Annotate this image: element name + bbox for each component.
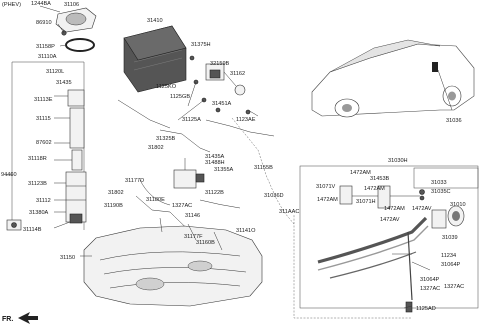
pump-seal-ring <box>65 38 95 52</box>
pump-cover-plate <box>39 5 97 33</box>
label-11234: 11234 <box>441 253 456 259</box>
label-31035C: 31035C <box>431 189 451 195</box>
label-31158P: 31158P <box>36 44 55 50</box>
label-1472AV-2: 1472AV <box>380 217 400 223</box>
label-31125A: 31125A <box>182 117 201 123</box>
leader-lines <box>53 23 431 309</box>
sender-unit <box>6 219 22 231</box>
label-31190B: 31190B <box>104 203 123 209</box>
label-31451A: 31451A <box>212 101 232 107</box>
label-31071H: 31071H <box>356 199 376 205</box>
label-31071V: 31071V <box>316 184 336 190</box>
label-31064P-right: 31064P <box>441 262 461 268</box>
label-31113E: 31113E <box>34 97 53 103</box>
label-1244BA: 1244BA <box>31 1 51 7</box>
label-31030H: 31030H <box>388 158 408 164</box>
label-1125AD: 1125AD <box>416 306 436 312</box>
filler-neck-assembly <box>317 205 465 301</box>
label-1327AC-center: 1327AC <box>420 286 440 292</box>
label-31110A: 31110A <box>38 54 57 60</box>
label-1125GB: 1125GB <box>170 94 190 100</box>
label-31033: 31033 <box>431 180 447 186</box>
label-31177F: 31177F <box>184 234 203 240</box>
label-87602: 87602 <box>36 140 52 146</box>
label-32159B: 32159B <box>210 61 230 67</box>
label-31410: 31410 <box>147 18 163 24</box>
label-31488H: 31488H <box>205 160 225 166</box>
label-31325B: 31325B <box>156 136 176 142</box>
label-31120L: 31120L <box>46 69 64 75</box>
label-311AAC: 311AAC <box>279 209 299 215</box>
label-31435: 31435 <box>56 80 72 86</box>
canister-valve <box>205 63 246 96</box>
label-86910: 86910 <box>36 20 52 26</box>
label-1125KO: 1125KO <box>156 84 177 90</box>
label-31155B: 31155B <box>254 165 273 171</box>
inset-box-marker <box>413 167 479 189</box>
canister <box>123 25 187 93</box>
label-31146: 31146 <box>185 213 200 219</box>
label-31106: 31106 <box>64 2 79 8</box>
bolts-cluster <box>189 55 251 115</box>
label-31118R: 31118R <box>28 156 47 162</box>
label-31010: 31010 <box>450 202 466 208</box>
label-31435A: 31435A <box>205 154 225 160</box>
label-31355A: 31355A <box>214 167 234 173</box>
label-31453B: 31453B <box>370 176 390 182</box>
label-31122B: 31122B <box>205 190 224 196</box>
label-1472AV-1: 1472AV <box>412 206 432 212</box>
label-31162: 31162 <box>230 71 245 77</box>
filler-neck-frame <box>299 165 479 309</box>
label-31112: 31112 <box>36 198 51 204</box>
label-31180E: 31180E <box>146 197 165 203</box>
label-1472AM-2: 1472AM <box>364 186 385 192</box>
label-1327AC-left: 1327AC <box>172 203 192 209</box>
vehicle-sketch <box>311 39 475 118</box>
label-94460: 94460 <box>1 172 17 178</box>
label-31802-upper: 31802 <box>148 145 164 151</box>
label-31064P-left: 31064P <box>420 277 440 283</box>
label-31114B: 31114B <box>23 227 42 233</box>
label-31141O: 31141O <box>236 228 256 234</box>
label-31160B: 31160B <box>196 240 215 246</box>
label-31115: 31115 <box>36 116 51 122</box>
label-31375H: 31375H <box>191 42 211 48</box>
label-31036: 31036 <box>446 118 462 124</box>
fuel-pump-module <box>65 89 87 224</box>
fuel-tank <box>83 225 263 307</box>
label-31039: 31039 <box>442 235 458 241</box>
label-1472AM-4: 1472AM <box>384 206 405 212</box>
label-1472AM-1: 1472AM <box>350 170 371 176</box>
label-31380A: 31380A <box>29 210 49 216</box>
label-31802-lower: 31802 <box>108 190 124 196</box>
fuel-filter-unit <box>173 158 205 189</box>
label-1123AE: 1123AE <box>236 117 256 123</box>
label-1327AC-right: 1327AC <box>444 284 464 290</box>
variant-note: (PHEV) <box>2 2 21 8</box>
label-31177D: 31177D <box>125 178 144 184</box>
front-arrow-icon <box>18 312 38 324</box>
label-31150: 31150 <box>60 255 75 261</box>
filler-hoses <box>339 185 425 209</box>
label-1472AM-3: 1472AM <box>317 197 338 203</box>
front-marker-label: FR. <box>2 316 13 323</box>
label-31036D: 31036D <box>264 193 284 199</box>
label-31123B: 31123B <box>28 181 47 187</box>
